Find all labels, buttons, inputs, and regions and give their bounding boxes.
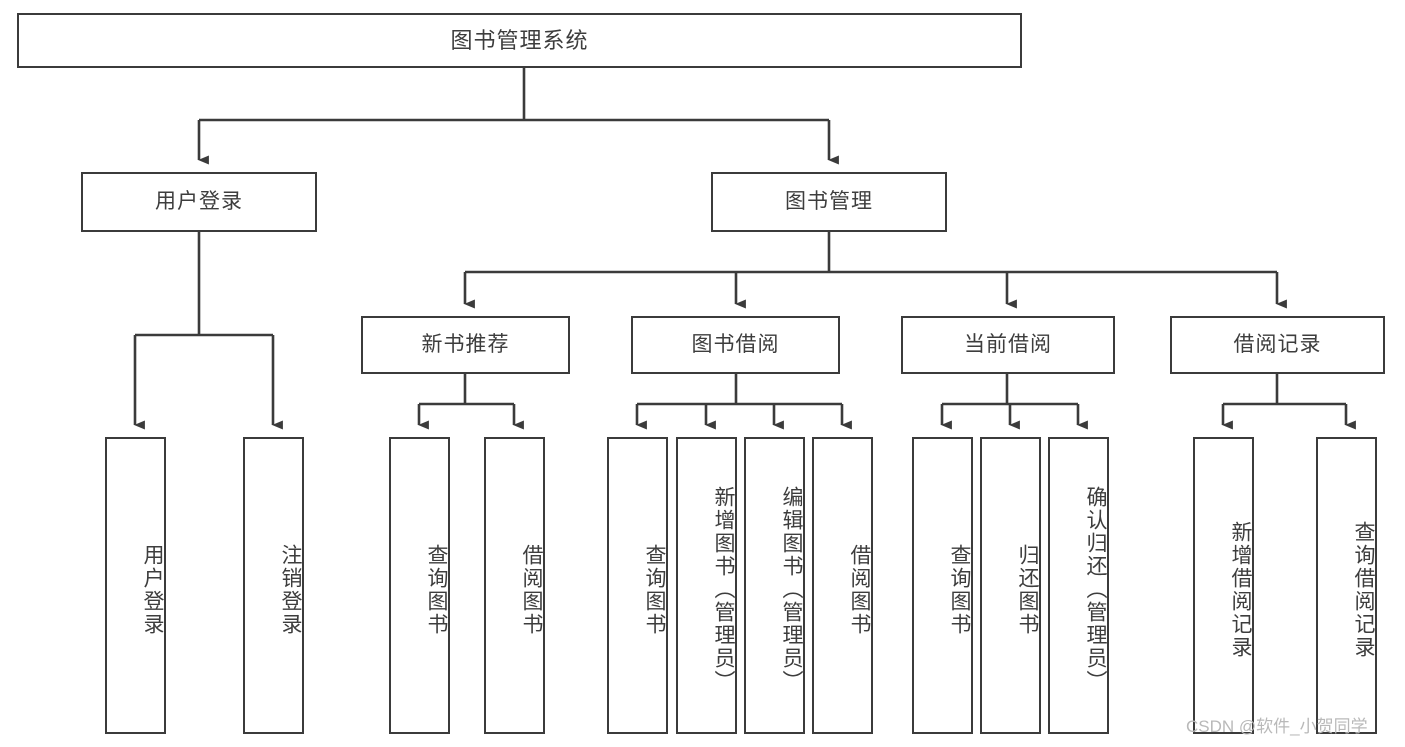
- leaf-query-book-recommend[interactable]: 查询图书: [389, 437, 450, 734]
- leaf-add-book-admin[interactable]: 新增图书（管理员）: [676, 437, 737, 734]
- leaf-logout[interactable]: 注销登录: [243, 437, 304, 734]
- leaf-user-login[interactable]: 用户登录: [105, 437, 166, 734]
- leaf-edit-book-admin[interactable]: 编辑图书（管理员）: [744, 437, 805, 734]
- node-book-borrow[interactable]: 图书借阅: [631, 316, 840, 374]
- leaf-confirm-return-admin[interactable]: 确认归还（管理员）: [1048, 437, 1109, 734]
- node-current-borrow[interactable]: 当前借阅: [901, 316, 1115, 374]
- node-user-login[interactable]: 用户登录: [81, 172, 317, 232]
- node-borrow-record[interactable]: 借阅记录: [1170, 316, 1385, 374]
- leaf-query-book-current[interactable]: 查询图书: [912, 437, 973, 734]
- csdn-watermark: CSDN @软件_小贺同学: [1186, 717, 1368, 736]
- leaf-borrow-book-recommend[interactable]: 借阅图书: [484, 437, 545, 734]
- leaf-query-borrow-record[interactable]: 查询借阅记录: [1316, 437, 1377, 734]
- leaf-borrow-book[interactable]: 借阅图书: [812, 437, 873, 734]
- node-book-management[interactable]: 图书管理: [711, 172, 947, 232]
- node-new-book-recommend[interactable]: 新书推荐: [361, 316, 570, 374]
- leaf-query-book-borrow[interactable]: 查询图书: [607, 437, 668, 734]
- node-root[interactable]: 图书管理系统: [17, 13, 1022, 68]
- leaf-add-borrow-record[interactable]: 新增借阅记录: [1193, 437, 1254, 734]
- leaf-return-book[interactable]: 归还图书: [980, 437, 1041, 734]
